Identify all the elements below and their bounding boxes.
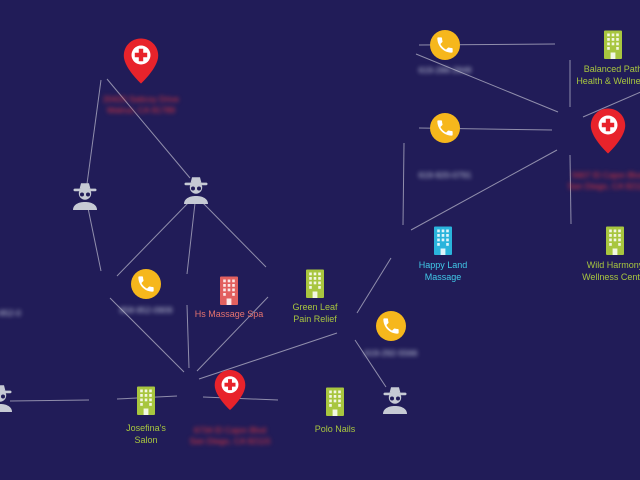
node-phone-top[interactable]: 619-286-2848 <box>389 30 501 76</box>
building-icon[interactable] <box>322 386 348 416</box>
node-person-of-interest-4[interactable] <box>0 384 17 412</box>
phone-icon[interactable] <box>430 113 460 143</box>
spy-icon[interactable] <box>0 384 17 412</box>
phone-number-label: 619-286-2848 <box>418 65 472 75</box>
location-pin-icon[interactable] <box>214 369 246 411</box>
edge-line <box>354 339 387 388</box>
business-label: Hs Massage Spa <box>194 309 264 319</box>
edge-line <box>87 207 102 272</box>
phone-number-label: 619-292-5566 <box>364 348 418 358</box>
edge-line <box>582 91 640 118</box>
edge-line <box>186 202 196 275</box>
edge-line <box>186 304 190 369</box>
building-icon[interactable] <box>602 225 628 255</box>
phone-icon[interactable] <box>430 30 460 60</box>
node-polo-nails[interactable]: Polo Nails <box>279 386 391 436</box>
location-pin-icon[interactable] <box>590 108 626 154</box>
node-phone-lower[interactable]: 619-292-5566 <box>335 311 447 359</box>
spy-icon[interactable] <box>378 386 412 414</box>
location-pin-icon[interactable] <box>123 38 159 84</box>
node-person-of-interest-1[interactable] <box>68 182 102 210</box>
edge-line <box>415 53 559 113</box>
node-phone-left[interactable]: 858-952-0909 <box>90 269 202 316</box>
edge-line <box>198 332 338 380</box>
node-person-of-interest-2[interactable] <box>179 176 213 204</box>
edge-line <box>200 200 267 268</box>
edge-line <box>196 296 269 372</box>
node-phone-mid[interactable]: 619-920-0791 <box>389 113 501 181</box>
edge-line <box>116 201 190 277</box>
building-icon[interactable] <box>133 385 159 415</box>
spy-icon[interactable] <box>179 176 213 204</box>
business-label: Polo Nails <box>314 424 356 434</box>
edge-line <box>9 399 90 402</box>
edge-line <box>402 142 405 226</box>
phone-number-label: 619-920-0791 <box>418 170 472 180</box>
phone-number-label: 858-952-0909 <box>119 305 173 315</box>
building-icon[interactable] <box>216 275 242 305</box>
edge-line <box>202 396 279 401</box>
building-icon[interactable] <box>430 225 456 255</box>
edge-line <box>109 297 185 373</box>
edge-line <box>569 154 572 225</box>
edge-line <box>356 257 392 314</box>
phone-icon[interactable] <box>131 269 161 299</box>
node-person-of-interest-3[interactable] <box>378 386 412 414</box>
spy-icon[interactable] <box>68 182 102 210</box>
building-icon[interactable] <box>302 268 328 298</box>
phone-number-label-fragment: 09-952-0 <box>0 308 22 318</box>
building-icon[interactable] <box>600 29 626 59</box>
edge-line <box>86 79 102 185</box>
edge-line <box>410 149 558 231</box>
node-hs-massage-spa[interactable]: Hs Massage Spa <box>173 275 285 321</box>
edge-line <box>106 78 191 179</box>
phone-icon[interactable] <box>376 311 406 341</box>
